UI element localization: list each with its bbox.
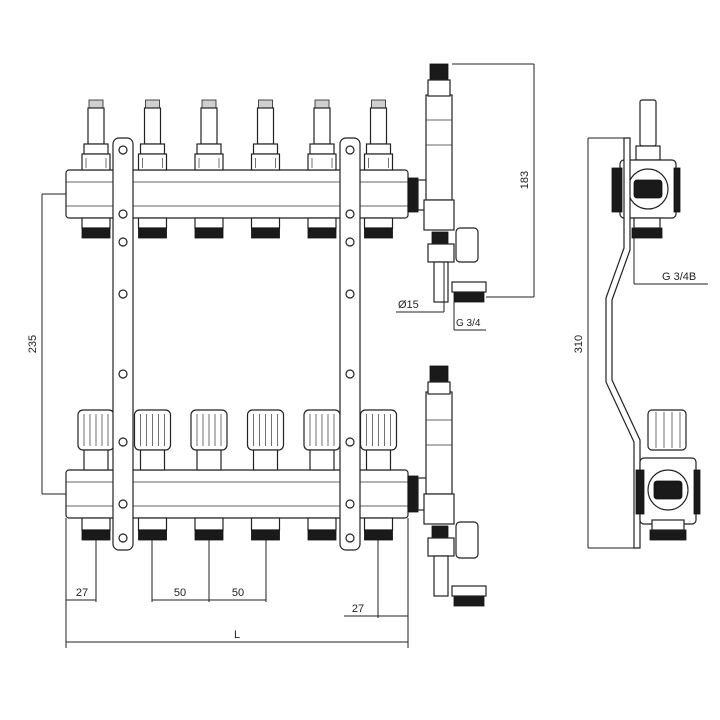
outlet-connector <box>363 517 394 541</box>
outlet-connector <box>363 217 394 239</box>
valve-cap <box>133 409 172 471</box>
dim-d15-label: Ø15 <box>398 299 419 311</box>
dim-183-label: 183 <box>519 171 531 189</box>
outlet-connector <box>137 217 168 239</box>
dim-310-label: 310 <box>573 335 585 353</box>
valve-cap <box>359 409 398 471</box>
dim-l-label: L <box>234 629 240 641</box>
bracket-hole <box>345 237 355 247</box>
flowmeter <box>194 99 224 171</box>
dim-g34b-label: G 3/4B <box>662 271 696 283</box>
flowmeter <box>137 99 168 171</box>
bracket-hole <box>345 499 355 509</box>
outlet-connector <box>81 517 111 541</box>
outlet-connector <box>194 217 224 239</box>
outlet-connector <box>307 517 337 541</box>
bracket-hole <box>345 145 355 155</box>
flowmeter <box>363 99 394 171</box>
top-outlets <box>81 217 394 239</box>
bracket-hole <box>345 437 355 447</box>
bracket-hole <box>118 237 128 247</box>
outlet-connector <box>194 517 224 541</box>
outlet-connector <box>307 217 337 239</box>
dim-27-right-label: 27 <box>352 603 364 615</box>
valve-cap <box>303 409 341 471</box>
flowmeter <box>250 99 281 171</box>
bracket-hole <box>345 209 355 219</box>
bracket-hole <box>118 533 128 543</box>
mounting-brackets <box>112 137 361 551</box>
bracket-hole <box>345 289 355 299</box>
bracket-hole <box>118 499 128 509</box>
dim-50-second-label: 50 <box>232 587 244 599</box>
dim-50-first-label: 50 <box>174 587 186 599</box>
valve-cap <box>77 409 115 471</box>
outlet-connector <box>81 217 111 239</box>
bracket-hole <box>118 437 128 447</box>
bottom-valve-caps <box>77 409 398 471</box>
outlet-connector <box>250 517 281 541</box>
bracket-hole <box>118 209 128 219</box>
bracket-hole <box>345 533 355 543</box>
dimension-lines <box>41 63 708 648</box>
flowmeter <box>307 99 337 171</box>
dim-27-left-label: 27 <box>76 587 88 599</box>
outlet-connector <box>137 517 168 541</box>
side-view <box>605 99 701 549</box>
outlet-connector <box>250 217 281 239</box>
dim-g34-label: G 3/4 <box>456 318 481 329</box>
bracket-hole <box>118 289 128 299</box>
dim-235-label: 235 <box>27 335 39 353</box>
valve-cap <box>246 409 285 471</box>
bracket-hole <box>345 369 355 379</box>
bottom-end-fitting <box>407 365 487 607</box>
valve-cap <box>190 409 228 471</box>
flowmeter <box>81 99 111 171</box>
bracket-hole <box>118 145 128 155</box>
top-flowmeters <box>81 99 394 171</box>
top-end-fitting <box>407 63 487 303</box>
bracket-hole <box>118 369 128 379</box>
